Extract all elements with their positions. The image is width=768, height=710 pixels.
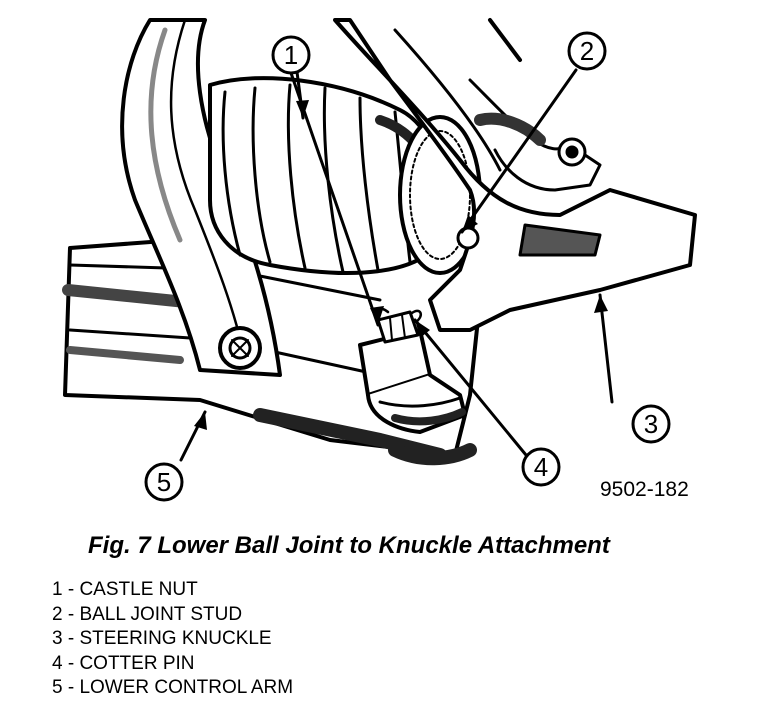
figure-caption: Fig. 7 Lower Ball Joint to Knuckle Attac… (88, 532, 610, 559)
svg-text:4: 4 (534, 452, 548, 482)
legend-item: 1 - CASTLE NUT (52, 579, 198, 600)
legend-item: 3 - STEERING KNUCKLE (52, 628, 272, 649)
svg-text:1: 1 (284, 40, 298, 70)
ball-joint-housing (358, 328, 477, 466)
parts-legend: 1 - CASTLE NUT 2 - BALL JOINT STUD 3 - S… (52, 578, 293, 701)
callout-3: 3 (631, 404, 671, 444)
callout-1: 1 (271, 35, 311, 75)
legend-item: 2 - BALL JOINT STUD (52, 603, 243, 625)
strut-arm (120, 18, 282, 377)
figure-id: 9502-182 (600, 478, 689, 501)
legend-item: 4 - COTTER PIN (52, 652, 195, 674)
svg-text:2: 2 (580, 36, 594, 66)
callout-5: 5 (144, 462, 184, 502)
arrow-heads (194, 100, 608, 430)
svg-text:5: 5 (157, 467, 171, 497)
legend-item: 5 - LOWER CONTROL ARM (52, 677, 294, 698)
callout-4: 4 (521, 447, 561, 487)
callout-2: 2 (567, 31, 607, 71)
ball-joint-illustration: 1 2 3 4 5 (62, 18, 697, 502)
svg-text:3: 3 (644, 409, 658, 439)
steering-knuckle (333, 18, 697, 332)
castle-nut (376, 310, 420, 344)
